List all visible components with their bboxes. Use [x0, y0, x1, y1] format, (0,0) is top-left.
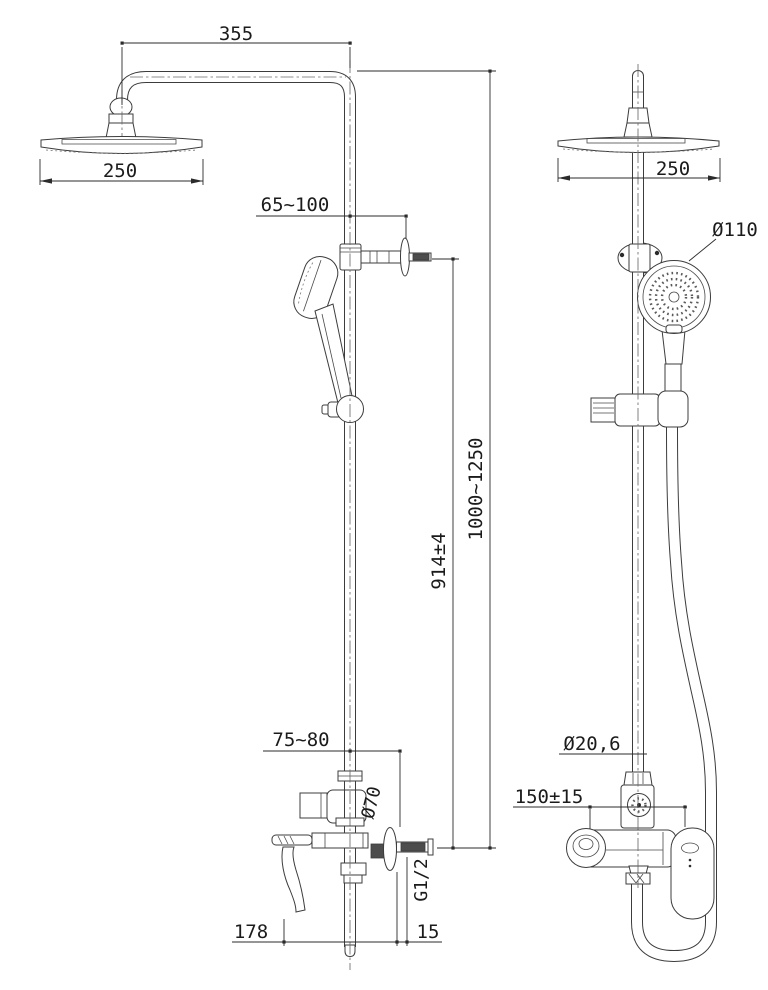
front-view [557, 64, 720, 962]
pin-thread [412, 253, 430, 261]
holder-cup [657, 390, 689, 428]
holder-clamp [614, 393, 661, 427]
handle-knob-side [299, 792, 328, 819]
shower-hose [631, 426, 717, 962]
rain-shower-head-front [557, 136, 720, 153]
spout-cap [566, 828, 606, 868]
ball-joint [109, 97, 133, 117]
spout-blade [281, 846, 306, 913]
lever-slot [681, 842, 699, 854]
escutcheon [383, 827, 397, 871]
dim-pipe-dia: Ø20,6 [563, 733, 620, 755]
rain-shower-head-side [40, 97, 203, 154]
wall-flange [400, 237, 410, 277]
dim-bracket-offset: 65~100 [261, 194, 330, 216]
dim-valve-offset: 75~80 [272, 729, 329, 751]
dim-wall-gap: 15 [417, 921, 440, 943]
bracket-arm [360, 250, 403, 264]
head-disc-front [557, 136, 720, 153]
dim-column-height: 1000~1250 [465, 438, 487, 541]
wall-bracket-side [339, 237, 432, 277]
dim-handshower-dia: Ø110 [712, 219, 758, 241]
slider-holder-front [590, 390, 689, 428]
mixer-valve-front [566, 771, 715, 920]
body-under-collar [340, 862, 367, 876]
nipple-thread [400, 842, 426, 852]
hand-shower-side [293, 255, 353, 404]
wall-plate [427, 838, 434, 856]
dim-spout-reach: 178 [234, 921, 268, 943]
face-lower-detail [665, 324, 683, 334]
dim-head-width-front: 250 [656, 158, 690, 180]
dim-inlet-spacing: 150±15 [515, 786, 584, 808]
handshower-face-outer [637, 260, 711, 334]
handshower-neck [661, 329, 686, 365]
dim-arm-reach: 355 [219, 23, 253, 45]
dim-inlet-to-bracket: 914±4 [428, 532, 450, 589]
bracket-screw-left [619, 252, 625, 258]
slider-clamp-side [321, 395, 364, 423]
bracket-screw-right [654, 250, 660, 256]
dim-thread: G1/2 [411, 858, 432, 901]
dim-head-width-side: 250 [103, 160, 137, 182]
side-view [40, 60, 434, 970]
head-nut [105, 122, 137, 139]
body-under-step [343, 874, 363, 884]
wall-port [370, 843, 385, 859]
head-disc [40, 136, 203, 154]
hand-shower-front [637, 260, 711, 398]
holder-knob [590, 397, 617, 423]
valve-body-band [311, 832, 369, 849]
mixer-lever [670, 827, 715, 920]
bracket-hub [628, 243, 651, 273]
joint-ring [108, 113, 134, 124]
dimensions: 355 250 65~100 1000~1250 914±4 75~80 [39, 23, 758, 946]
handshower-head [293, 255, 339, 319]
